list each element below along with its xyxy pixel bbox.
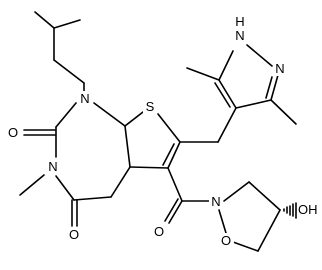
bond [93,102,126,127]
atom-label-s: S [146,99,155,114]
atom-label-oh: OH [298,202,318,217]
bond [218,50,234,81]
atom-label-n-ring: N [211,194,220,209]
bond [223,181,250,202]
bond [270,99,297,125]
bond [246,44,273,67]
atom-label-n3: N [48,159,57,174]
bond [110,166,131,198]
bond [53,59,85,84]
bond [124,111,144,127]
bond [53,19,81,29]
bond [168,200,183,224]
bond [218,209,227,234]
bond [164,198,179,222]
bond [265,76,273,99]
atom-label-nh-h: H [235,14,244,29]
atom-label-npz: N [275,61,284,76]
bond [162,143,175,166]
bond [167,167,183,202]
bond [34,11,55,29]
atom-label-n1: N [80,91,89,106]
bond [124,125,131,168]
bond [270,74,279,101]
atom-label-nh: N [235,28,244,43]
bond [186,67,220,81]
atom-labels: N N O O S N H N O N O OH [6,14,321,248]
bond [167,141,181,169]
atom-label-o-ring: O [221,233,231,248]
stereo-hash-bond [283,202,297,219]
bond [55,175,75,201]
bond [129,166,169,169]
bond [73,196,112,201]
atom-label-o4: O [69,227,79,242]
bond [248,181,281,211]
bond [19,174,45,196]
bonds [19,11,297,252]
bond [232,241,259,252]
bond [157,113,181,143]
bond [257,209,281,252]
bond [235,99,272,109]
bond [214,82,231,108]
bond [218,79,237,109]
bond [217,107,237,143]
atom-label-o2: O [8,125,18,140]
bond [55,102,77,128]
atom-label-o-amide: O [154,224,164,239]
